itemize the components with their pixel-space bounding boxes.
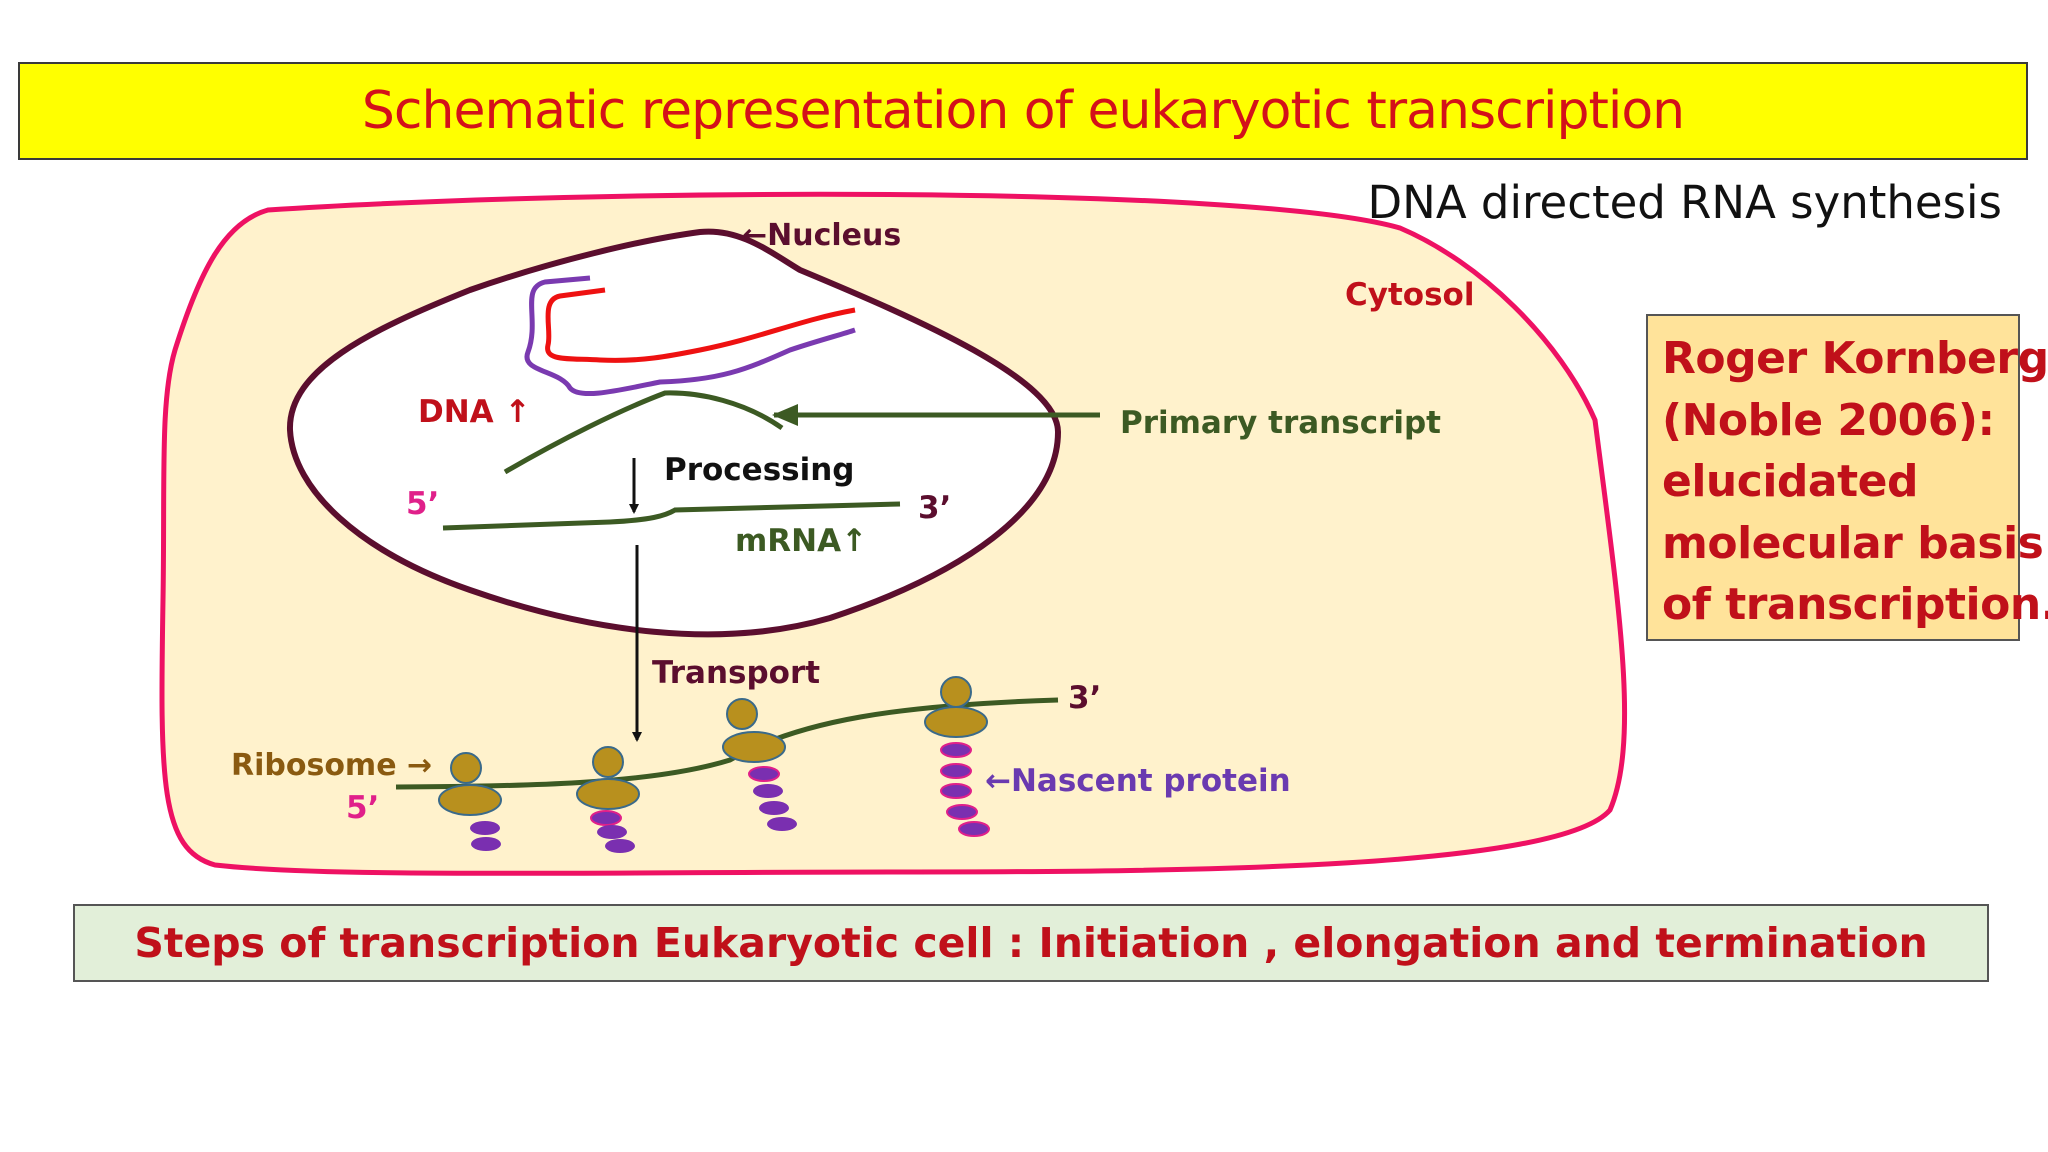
ribosome <box>438 752 502 816</box>
dna-label: DNA ↑ <box>418 394 530 430</box>
nucleus <box>286 228 1062 638</box>
primary-transcript-label: Primary transcript <box>1120 405 1441 441</box>
kornberg-line: of transcription. <box>1662 579 2048 630</box>
dna-strand-purple <box>524 275 856 397</box>
transport-label: Transport <box>652 655 820 691</box>
nascent-protein-chain <box>470 821 501 851</box>
ribosome <box>722 698 786 763</box>
nascent-protein-chain <box>748 766 797 831</box>
dna-strand-red <box>545 287 856 363</box>
polysome-mrna <box>395 697 1059 790</box>
polysome-3-prime-label: 3’ <box>1068 680 1101 716</box>
nascent-protein-label: ←Nascent protein <box>985 763 1291 799</box>
ribosome <box>576 746 640 810</box>
mrna-5-prime-label: 5’ <box>406 486 439 522</box>
nascent-protein-chain <box>590 810 635 853</box>
steps-text: Steps of transcription Eukaryotic cell :… <box>134 919 1928 967</box>
mrna-3-prime-label: 3’ <box>918 490 951 526</box>
cytosol-label: Cytosol <box>1345 277 1474 313</box>
nascent-protein-chain <box>940 742 990 837</box>
subtitle: DNA directed RNA synthesis <box>1367 176 2002 229</box>
primary-transcript-rna <box>503 390 784 475</box>
mrna-label: mRNA↑ <box>735 523 867 559</box>
ribosome-label: Ribosome → <box>231 748 432 783</box>
steps-box: Steps of transcription Eukaryotic cell :… <box>73 904 1989 982</box>
processing-label: Processing <box>664 452 855 488</box>
ribosome <box>924 676 988 738</box>
polysome-5-prime-label: 5’ <box>346 790 379 826</box>
kornberg-line: elucidated <box>1662 456 1918 507</box>
title-bar: Schematic representation of eukaryotic t… <box>18 62 2028 160</box>
nucleus-label: ←Nucleus <box>742 218 901 253</box>
kornberg-line: (Noble 2006): <box>1662 394 1995 446</box>
mrna-strand <box>442 501 901 531</box>
slide-title: Schematic representation of eukaryotic t… <box>361 81 1685 141</box>
kornberg-note: Roger Kornberg (Noble 2006): elucidated … <box>1646 314 2048 641</box>
kornberg-line: Roger Kornberg <box>1662 333 2048 384</box>
kornberg-line: molecular basis <box>1662 517 2044 569</box>
